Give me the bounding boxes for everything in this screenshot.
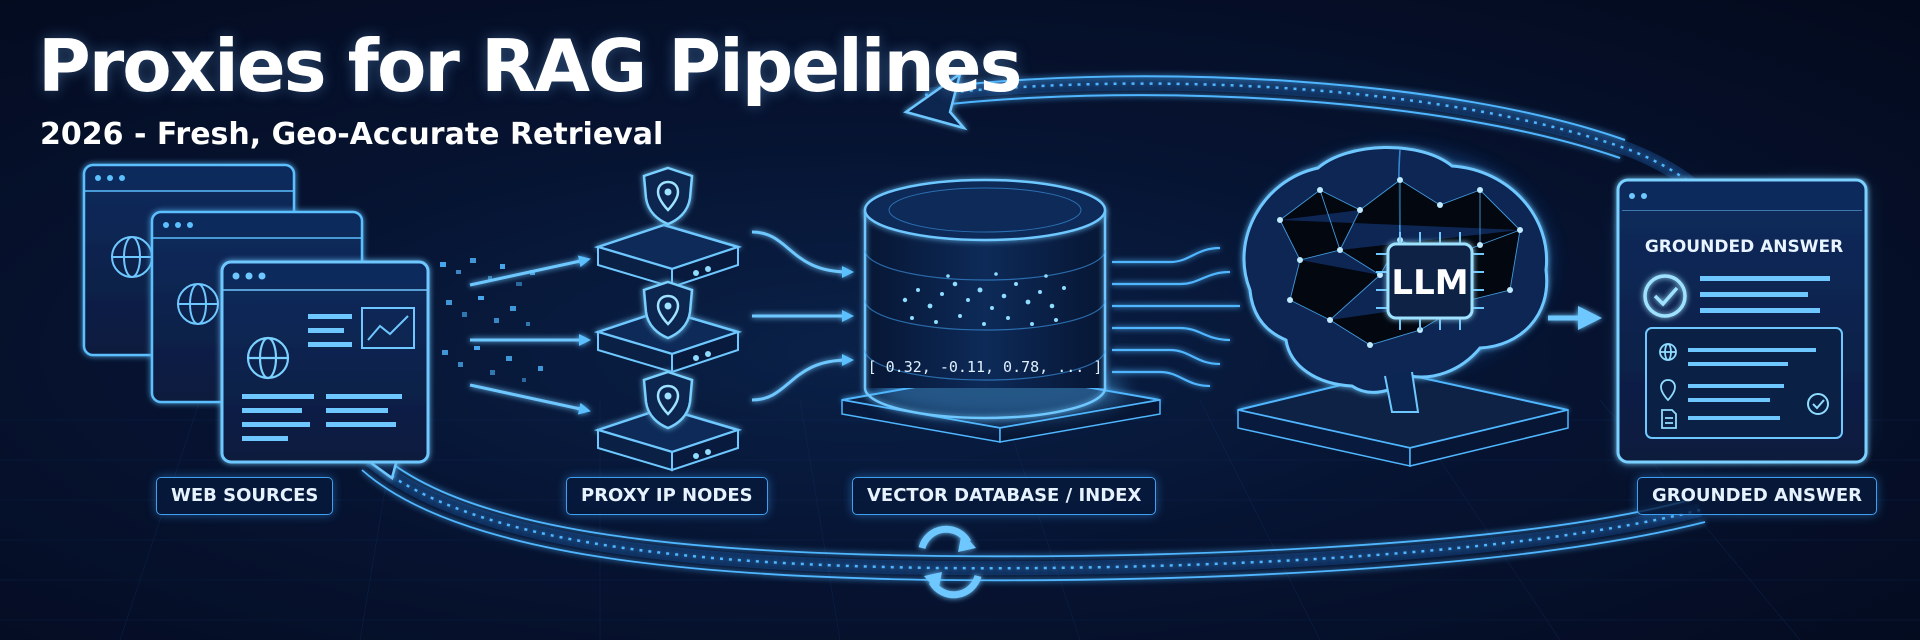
- stage-label-grounded-answer: GROUNDED ANSWER: [1637, 477, 1878, 515]
- location-shield-icon: [642, 166, 694, 226]
- embedding-dots: [902, 272, 1066, 326]
- location-shield-icon: [642, 370, 694, 430]
- vector-database: [ 0.32, -0.11, 0.78, ... ]: [841, 178, 1161, 443]
- server-icon: [593, 223, 743, 289]
- map-pin-icon: [1660, 379, 1676, 402]
- arrow-icon: [751, 230, 854, 402]
- arrow-icon: [1112, 246, 1240, 388]
- proxy-nodes-group: [593, 166, 743, 472]
- location-shield-icon: [642, 280, 694, 340]
- embedding-vector-text: [ 0.32, -0.11, 0.78, ... ]: [868, 358, 1103, 376]
- data-stream-particles: [440, 258, 543, 382]
- checkmark-icon: [1643, 274, 1687, 318]
- llm-label: LLM: [1391, 263, 1468, 303]
- page-title: Proxies for RAG Pipelines: [38, 24, 1022, 108]
- document-icon: [1661, 409, 1677, 429]
- brain-icon: LLM: [1237, 146, 1569, 467]
- refresh-icon: [918, 525, 982, 599]
- stage-label-proxy-nodes: PROXY IP NODES: [566, 477, 768, 515]
- web-sources-group: [82, 163, 430, 464]
- arrow-icon: [469, 255, 591, 415]
- answer-document-heading: GROUNDED ANSWER: [1645, 237, 1843, 257]
- globe-icon: [246, 336, 290, 380]
- feedback-arc-bottom: [352, 446, 1706, 582]
- stage-label-vector-db: VECTOR DATABASE / INDEX: [852, 477, 1157, 515]
- browser-window: [220, 260, 430, 464]
- arrow-icon: [1548, 306, 1602, 330]
- grounded-answer-document: GROUNDED ANSWER: [1616, 178, 1868, 466]
- chart-icon: [361, 307, 415, 349]
- checkmark-icon: [1807, 393, 1829, 415]
- server-icon: [593, 406, 743, 472]
- page-subtitle: 2026 - Fresh, Geo-Accurate Retrieval: [40, 117, 664, 152]
- feedback-arc-top: [903, 71, 1712, 204]
- llm-chip: LLM: [1376, 232, 1484, 330]
- globe-icon: [177, 283, 219, 325]
- globe-icon: [1659, 343, 1677, 361]
- stage-label-web-sources: WEB SOURCES: [156, 477, 334, 515]
